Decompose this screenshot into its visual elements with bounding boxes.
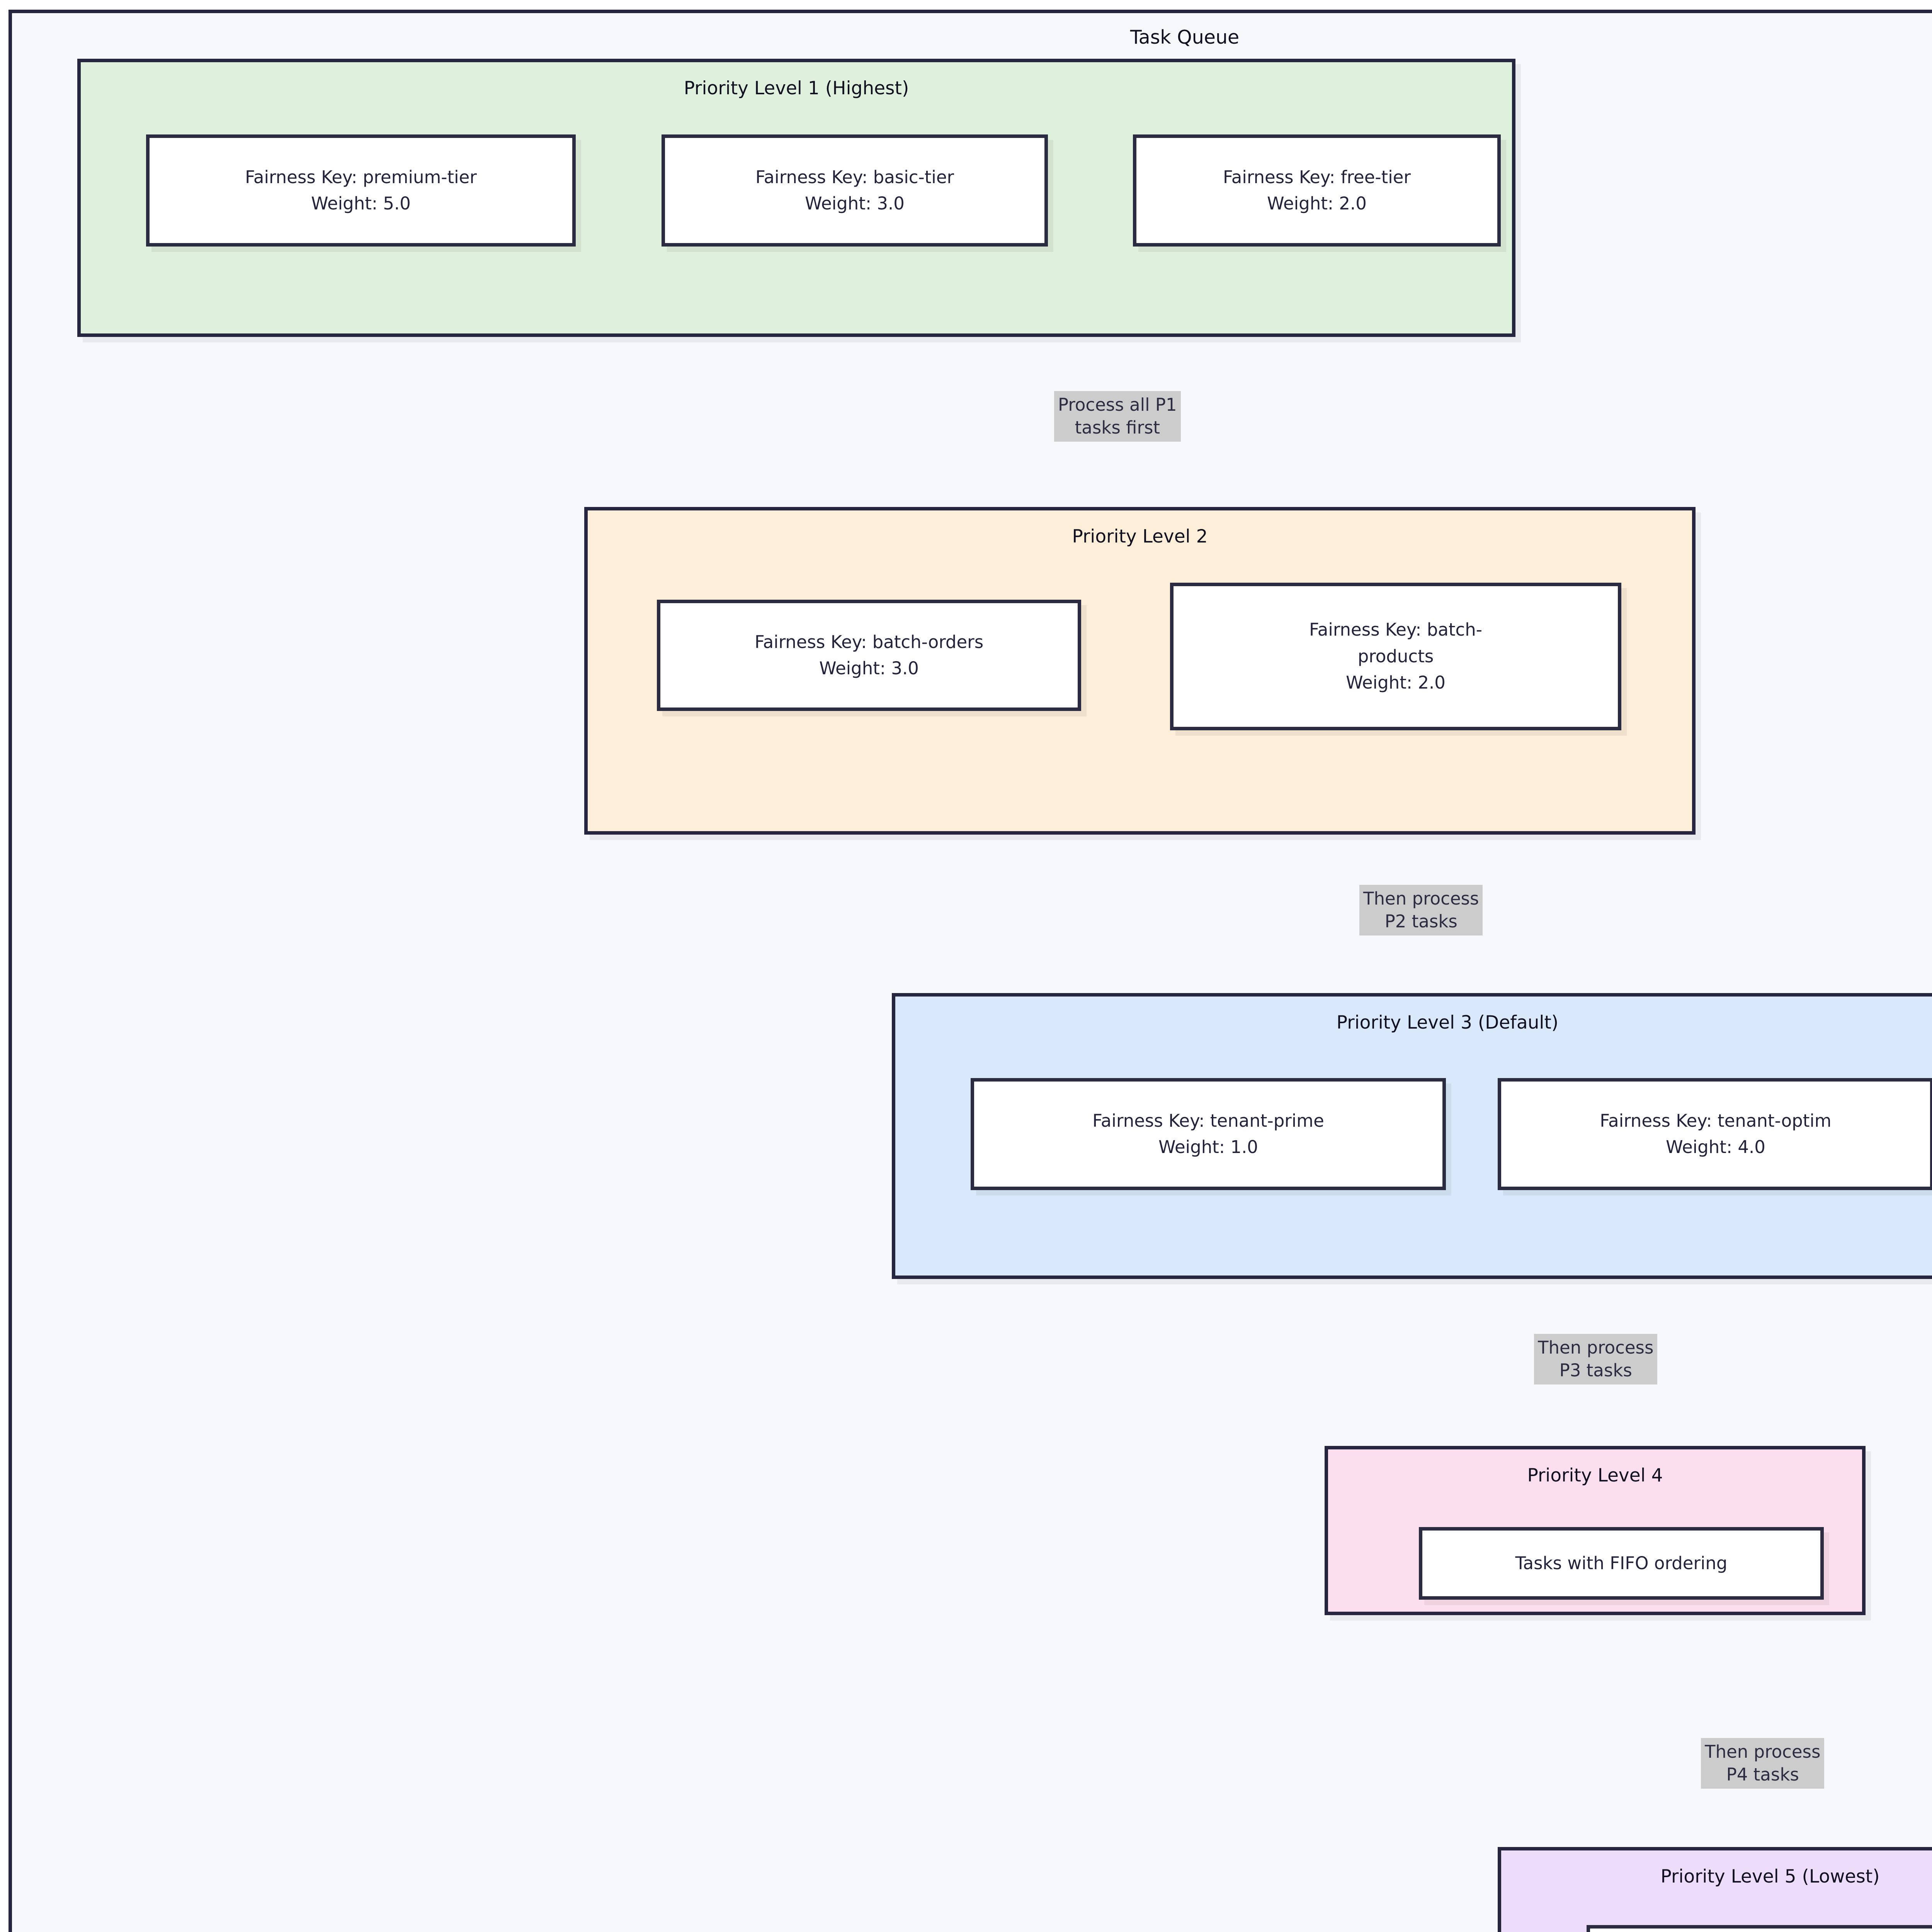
node-weight-label: Weight: 3.0 bbox=[805, 193, 905, 214]
edge-label-line1: Then process bbox=[1538, 1337, 1654, 1358]
cluster-title-priority-level-1: Priority Level 1 (Highest) bbox=[684, 78, 909, 99]
edge-label-line2: tasks first bbox=[1075, 417, 1160, 438]
edge-label-line2: P2 tasks bbox=[1384, 911, 1458, 932]
node-tasks-fifo-p5[interactable]: Tasks with FIFO ordering bbox=[1587, 1925, 1932, 1932]
edge-label-p4-to-p5: Then process P4 tasks bbox=[1701, 1738, 1825, 1789]
cluster-title-task-queue: Task Queue bbox=[1130, 26, 1240, 48]
cluster-title-priority-level-4: Priority Level 4 bbox=[1527, 1465, 1663, 1486]
node-key-label: Fairness Key: tenant-prime bbox=[1092, 1110, 1324, 1131]
edge-label-line2: P3 tasks bbox=[1559, 1360, 1632, 1381]
node-weight-label: Weight: 4.0 bbox=[1666, 1137, 1765, 1157]
node-weight-label: Weight: 2.0 bbox=[1346, 672, 1446, 693]
node-key-label: Fairness Key: tenant-optim bbox=[1600, 1110, 1832, 1131]
node-weight-label: Weight: 3.0 bbox=[819, 658, 919, 679]
cluster-priority-level-5[interactable]: Priority Level 5 (Lowest) bbox=[1498, 1847, 1932, 1932]
node-fairness-key-premium-tier[interactable]: Fairness Key: premium-tier Weight: 5.0 bbox=[146, 134, 576, 247]
node-key-label: Fairness Key: basic-tier bbox=[755, 167, 954, 187]
edge-label-p1-to-p2: Process all P1 tasks first bbox=[1054, 391, 1181, 442]
cluster-title-priority-level-3: Priority Level 3 (Default) bbox=[1336, 1012, 1559, 1033]
cluster-title-priority-level-2: Priority Level 2 bbox=[1072, 526, 1208, 547]
node-fairness-key-batch-products[interactable]: Fairness Key: batch- products Weight: 2.… bbox=[1170, 583, 1621, 730]
node-weight-label: Weight: 1.0 bbox=[1158, 1137, 1258, 1157]
edge-label-line1: Process all P1 bbox=[1058, 395, 1177, 415]
edge-label-p2-to-p3: Then process P2 tasks bbox=[1359, 885, 1483, 935]
node-key-label: Fairness Key: batch- bbox=[1309, 619, 1482, 640]
node-key-label: Fairness Key: free-tier bbox=[1223, 167, 1411, 187]
edge-label-p3-to-p4: Then process P3 tasks bbox=[1534, 1334, 1658, 1384]
cluster-title-priority-level-5: Priority Level 5 (Lowest) bbox=[1660, 1866, 1880, 1887]
node-key-label: Fairness Key: batch-orders bbox=[754, 631, 984, 652]
node-weight-label: Weight: 5.0 bbox=[311, 193, 411, 214]
node-fairness-key-tenant-prime[interactable]: Fairness Key: tenant-prime Weight: 1.0 bbox=[971, 1078, 1446, 1190]
node-tasks-fifo-p4[interactable]: Tasks with FIFO ordering bbox=[1419, 1527, 1824, 1600]
node-key-label: Fairness Key: premium-tier bbox=[245, 167, 477, 187]
edge-label-line1: Then process bbox=[1705, 1742, 1821, 1762]
node-fairness-key-tenant-optim[interactable]: Fairness Key: tenant-optim Weight: 4.0 bbox=[1498, 1078, 1932, 1190]
edge-label-line2: P4 tasks bbox=[1726, 1764, 1799, 1785]
node-fairness-key-free-tier[interactable]: Fairness Key: free-tier Weight: 2.0 bbox=[1133, 134, 1501, 247]
node-fairness-key-basic-tier[interactable]: Fairness Key: basic-tier Weight: 3.0 bbox=[662, 134, 1048, 247]
node-key-label: Tasks with FIFO ordering bbox=[1515, 1553, 1728, 1573]
node-weight-label: Weight: 2.0 bbox=[1267, 193, 1367, 214]
edge-label-line1: Then process bbox=[1363, 888, 1479, 909]
node-key-label-cont: products bbox=[1357, 646, 1434, 667]
node-fairness-key-batch-orders[interactable]: Fairness Key: batch-orders Weight: 3.0 bbox=[657, 600, 1081, 711]
